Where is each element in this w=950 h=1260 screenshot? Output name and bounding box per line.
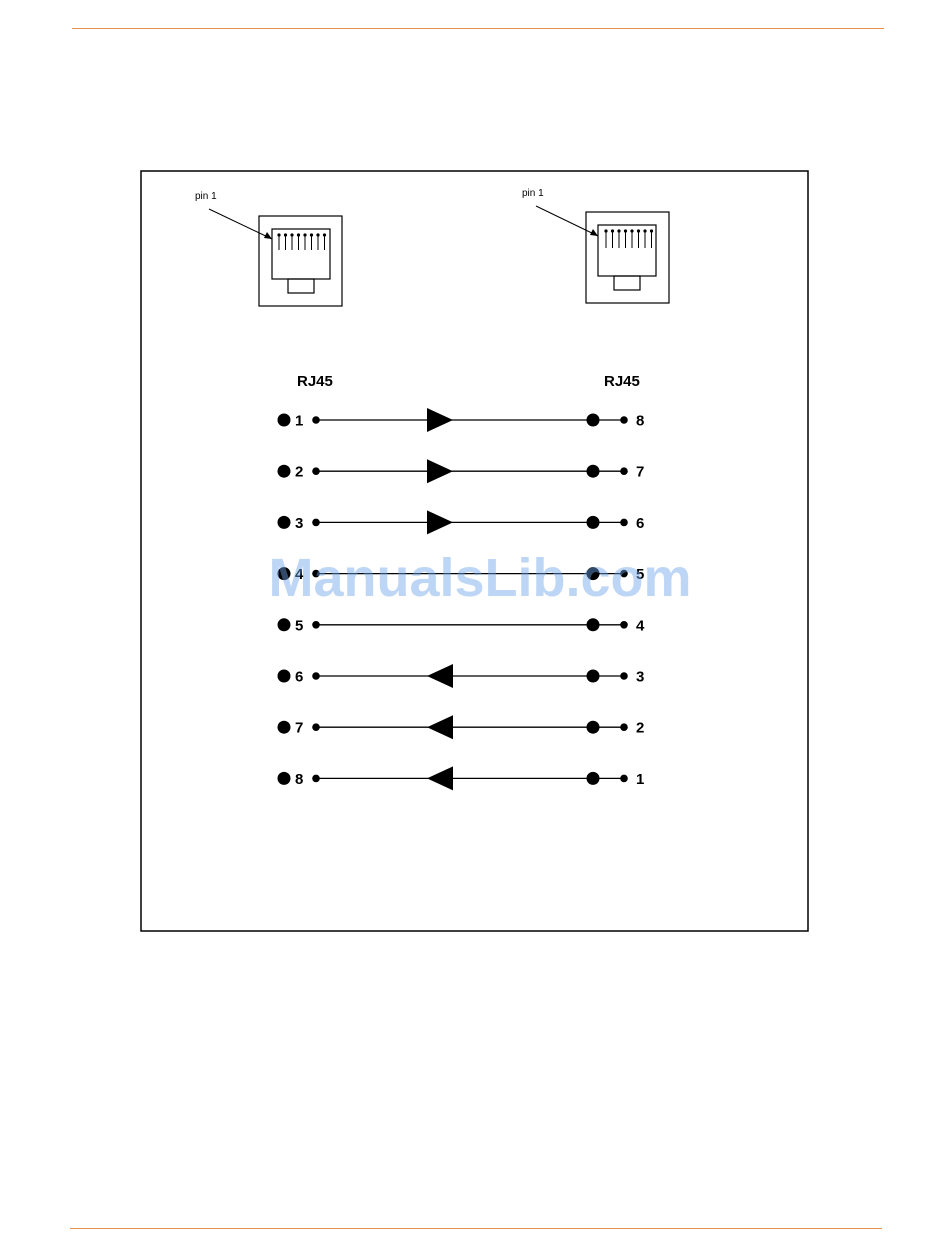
right-contact-head — [650, 229, 653, 232]
right-pin-end — [620, 519, 628, 527]
left-terminal-dot — [278, 721, 291, 734]
left-pin-number: 6 — [295, 669, 303, 686]
right-pin-number: 2 — [636, 720, 644, 737]
right-pin-end — [620, 467, 628, 475]
right-pin-number: 8 — [636, 413, 644, 430]
right-contact-head — [617, 229, 620, 232]
left-pin-number: 5 — [295, 617, 303, 634]
left-contact-head — [290, 233, 293, 236]
right-pin1-leader — [536, 206, 598, 236]
right-contact-head — [624, 229, 627, 232]
left-contact-head — [316, 233, 319, 236]
arrow-right-icon — [427, 459, 453, 483]
left-pin1-leader — [209, 209, 272, 239]
right-terminal-dot — [587, 772, 600, 785]
right-rj45-jack — [586, 212, 669, 303]
left-pin-number: 2 — [295, 464, 303, 481]
right-pin-end — [620, 621, 628, 629]
right-pin-end — [620, 416, 628, 424]
left-contact-head — [303, 233, 306, 236]
right-connector-name: RJ45 — [604, 373, 640, 390]
left-pin-number: 8 — [295, 771, 303, 788]
left-terminal-dot — [278, 618, 291, 631]
left-contact-head — [323, 233, 326, 236]
left-pin1-label: pin 1 — [195, 191, 217, 202]
right-terminal-dot — [587, 465, 600, 478]
left-rj45-jack — [259, 216, 342, 306]
left-terminal-dot — [278, 670, 291, 683]
arrow-left-icon — [427, 715, 453, 739]
arrow-left-icon — [427, 766, 453, 790]
right-pin-number: 1 — [636, 771, 644, 788]
left-pin-number: 7 — [295, 720, 303, 737]
right-terminal-dot — [587, 414, 600, 427]
right-contact-head — [604, 229, 607, 232]
left-terminal-dot — [278, 465, 291, 478]
right-pin-end — [620, 672, 628, 680]
right-terminal-dot — [587, 670, 600, 683]
right-contact-head — [611, 229, 614, 232]
left-contact-head — [277, 233, 280, 236]
arrow-left-icon — [427, 664, 453, 688]
right-pin-end — [620, 775, 628, 783]
left-terminal-dot — [278, 414, 291, 427]
right-pin-number: 4 — [636, 617, 645, 634]
left-contact-head — [310, 233, 313, 236]
watermark: ManualsLib.com — [268, 548, 691, 608]
left-terminal-dot — [278, 772, 291, 785]
right-pin-number: 7 — [636, 464, 644, 481]
left-connector-name: RJ45 — [297, 373, 333, 390]
right-contact-head — [643, 229, 646, 232]
arrow-right-icon — [427, 408, 453, 432]
right-terminal-dot — [587, 618, 600, 631]
left-contact-head — [284, 233, 287, 236]
right-pin-number: 3 — [636, 669, 644, 686]
right-contact-head — [630, 229, 633, 232]
left-pin-number: 1 — [295, 413, 303, 430]
right-pin-end — [620, 723, 628, 731]
left-pin-number: 3 — [295, 515, 303, 532]
right-contact-head — [637, 229, 640, 232]
left-terminal-dot — [278, 516, 291, 529]
left-contact-head — [297, 233, 300, 236]
right-pin1-label: pin 1 — [522, 188, 544, 199]
right-terminal-dot — [587, 721, 600, 734]
right-pin-number: 6 — [636, 515, 644, 532]
arrow-right-icon — [427, 510, 453, 534]
right-terminal-dot — [587, 516, 600, 529]
